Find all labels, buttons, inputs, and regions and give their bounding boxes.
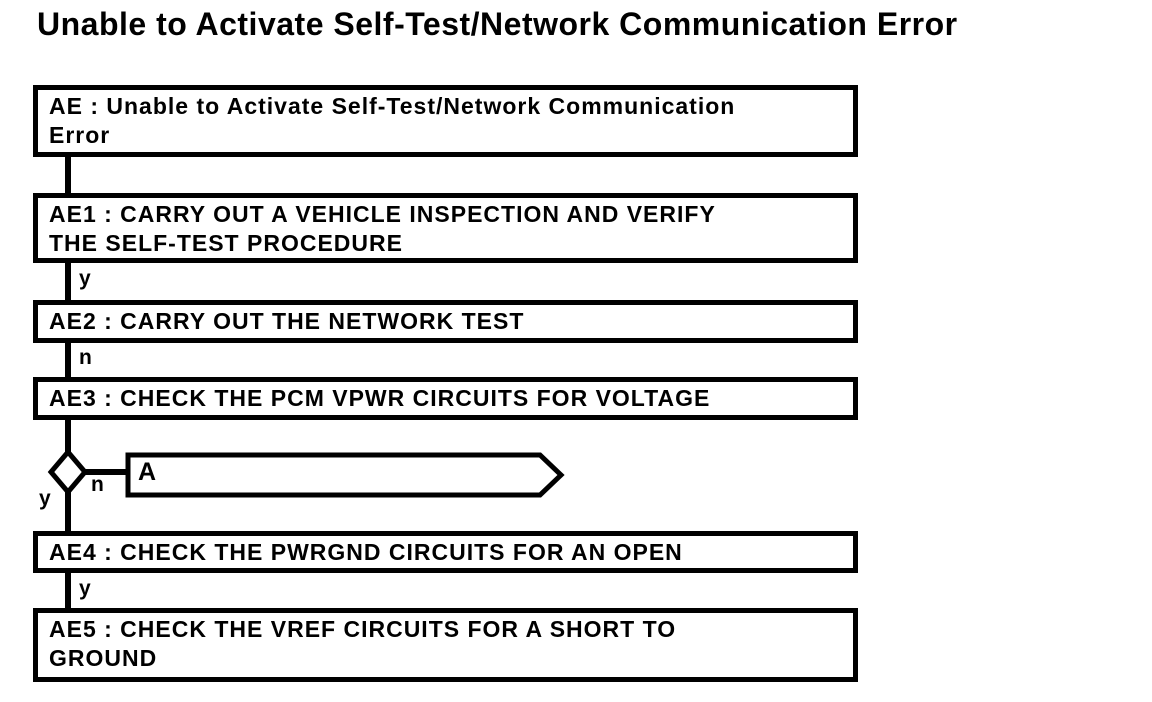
node-ae-line2: Error bbox=[49, 122, 111, 148]
edge-ae-ae1 bbox=[65, 156, 71, 194]
edge-label-ae2-ae3: n bbox=[79, 346, 93, 369]
decision-yes-label: y bbox=[39, 487, 52, 510]
page-title: Unable to Activate Self-Test/Network Com… bbox=[37, 6, 958, 42]
edge-ae3-decision bbox=[65, 420, 71, 458]
edge-ae2-ae3 bbox=[65, 343, 71, 377]
offpage-connector-shape bbox=[125, 452, 565, 498]
edge-ae1-ae2 bbox=[65, 263, 71, 300]
node-ae-line1: AE : Unable to Activate Self-Test/Networ… bbox=[49, 93, 736, 119]
edge-label-ae4-ae5: y bbox=[79, 577, 92, 600]
decision-no-label: n bbox=[91, 473, 105, 496]
node-ae1: AE1 : CARRY OUT A VEHICLE INSPECTION AND… bbox=[33, 193, 858, 263]
node-ae3-line1: AE3 : CHECK THE PCM VPWR CIRCUITS FOR VO… bbox=[49, 385, 711, 411]
node-ae5: AE5 : CHECK THE VREF CIRCUITS FOR A SHOR… bbox=[33, 608, 858, 682]
node-ae5-line2: GROUND bbox=[49, 645, 158, 671]
edge-decision-connector bbox=[84, 469, 128, 475]
node-ae1-line2: THE SELF-TEST PROCEDURE bbox=[49, 230, 403, 256]
node-ae2: AE2 : CARRY OUT THE NETWORK TEST bbox=[33, 300, 858, 343]
node-ae1-line1: AE1 : CARRY OUT A VEHICLE INSPECTION AND… bbox=[49, 201, 716, 227]
node-ae: AE : Unable to Activate Self-Test/Networ… bbox=[33, 85, 858, 157]
node-ae4: AE4 : CHECK THE PWRGND CIRCUITS FOR AN O… bbox=[33, 531, 858, 573]
edge-ae4-ae5 bbox=[65, 573, 71, 608]
node-ae3: AE3 : CHECK THE PCM VPWR CIRCUITS FOR VO… bbox=[33, 377, 858, 420]
node-ae2-line1: AE2 : CARRY OUT THE NETWORK TEST bbox=[49, 308, 525, 334]
edge-label-ae1-ae2: y bbox=[79, 267, 92, 290]
node-ae4-line1: AE4 : CHECK THE PWRGND CIRCUITS FOR AN O… bbox=[49, 539, 683, 565]
offpage-connector-label: A bbox=[138, 458, 157, 486]
node-ae5-line1: AE5 : CHECK THE VREF CIRCUITS FOR A SHOR… bbox=[49, 616, 677, 642]
edge-decision-ae4 bbox=[65, 488, 71, 531]
